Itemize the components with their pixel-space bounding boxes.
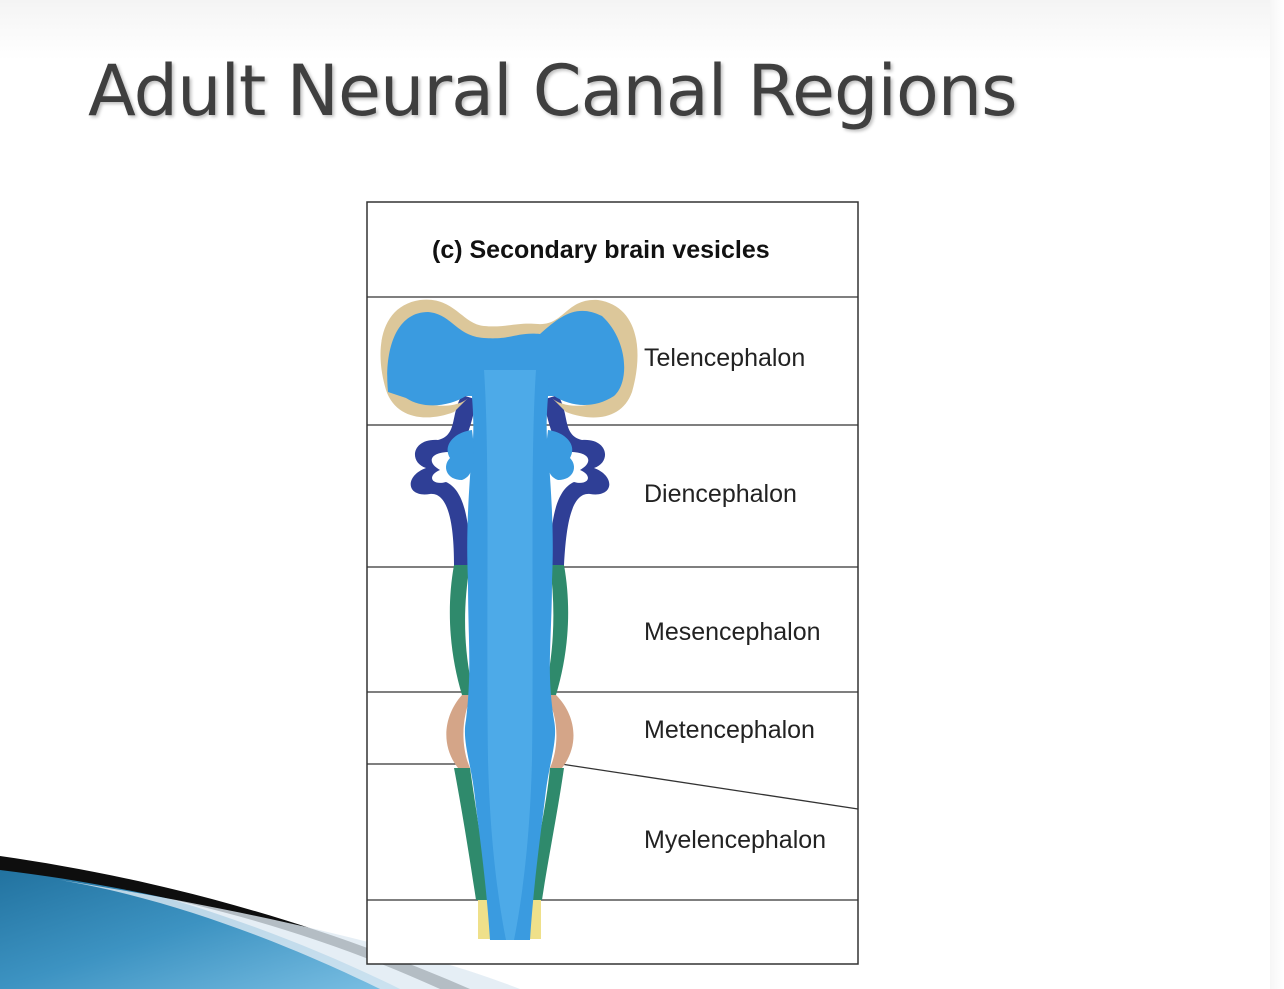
mesencephalon-wall-left [449, 565, 474, 695]
label-diencephalon: Diencephalon [644, 480, 797, 508]
label-myelencephalon: Myelencephalon [644, 826, 826, 854]
figure-caption: (c) Secondary brain vesicles [432, 236, 770, 264]
row-divider-slanted [560, 763, 859, 810]
neural-canal-highlight [484, 370, 536, 940]
label-metencephalon: Metencephalon [644, 716, 815, 744]
diencephalon-lumen-right [546, 430, 574, 480]
brain-vesicles-figure: (c) Secondary brain vesicles Telencephal… [366, 201, 859, 965]
diencephalon-lumen-left [446, 430, 474, 480]
slide-edge [1270, 0, 1284, 989]
telencephalon-wall [380, 299, 638, 418]
myelencephalon-wall-right [528, 768, 564, 900]
slide-title: Adult Neural Canal Regions [88, 50, 1018, 132]
mesencephalon-wall-right [544, 565, 569, 695]
label-mesencephalon: Mesencephalon [644, 618, 821, 646]
myelencephalon-wall-left [454, 768, 490, 900]
metencephalon-wall-right [546, 695, 574, 768]
label-telencephalon: Telencephalon [644, 344, 805, 372]
metencephalon-wall-left [446, 695, 472, 768]
swoosh-blue-band [0, 858, 400, 989]
